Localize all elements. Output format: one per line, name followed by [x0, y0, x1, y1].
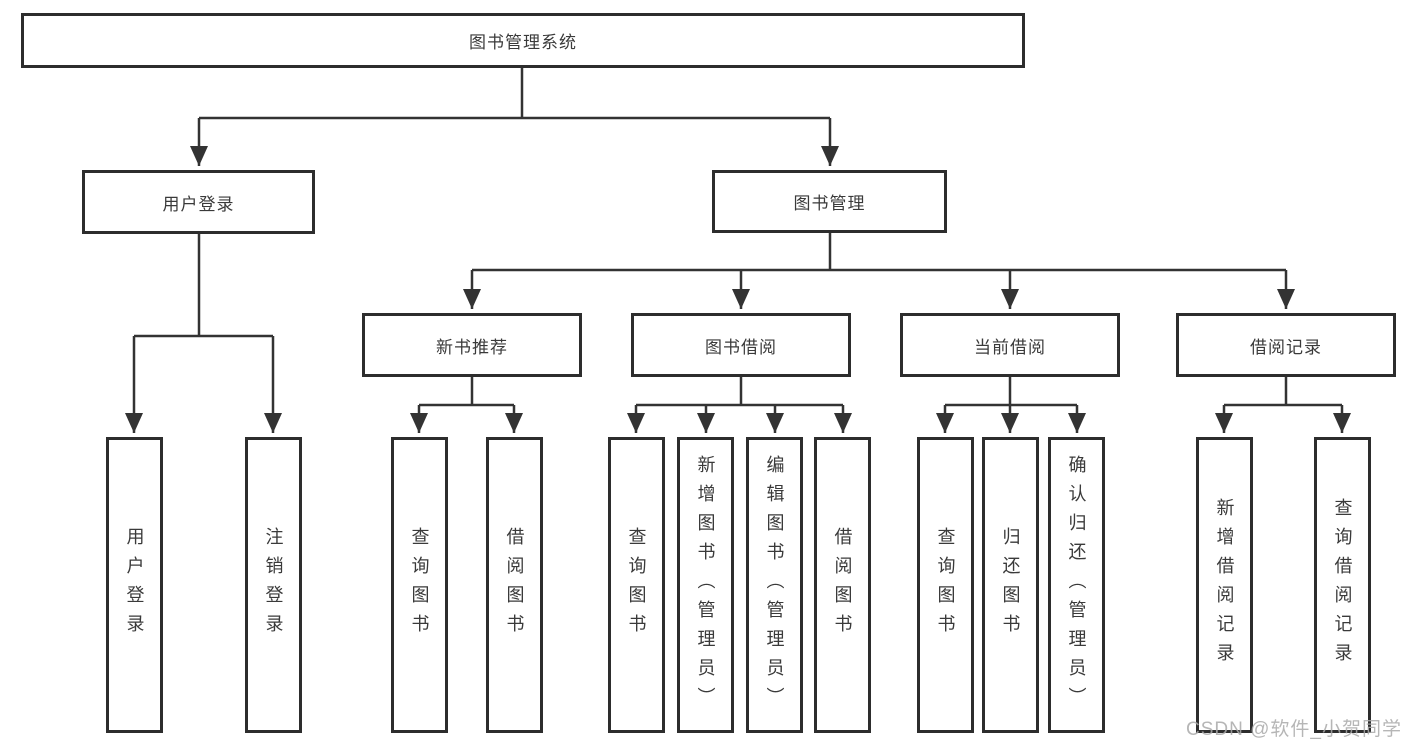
node-book-borrowing: 图书借阅 [631, 313, 851, 377]
leaf-nbr-borrow-books: 借阅图书 [486, 437, 543, 733]
leaf-label: 查询图书 [409, 527, 430, 643]
leaf-label: 注销登录 [263, 527, 284, 643]
leaf-label: 借阅图书 [832, 527, 853, 643]
node-book-management: 图书管理 [712, 170, 947, 233]
leaf-bb-add-books-admin: 新增图书（管理员） [677, 437, 734, 733]
leaf-cb-confirm-return-admin: 确认归还（管理员） [1048, 437, 1105, 733]
node-label: 图书管理 [793, 194, 866, 213]
csdn-watermark: CSDN @软件_小贺同学 [1186, 719, 1402, 740]
leaf-bb-edit-books-admin: 编辑图书（管理员） [746, 437, 803, 733]
leaf-label: 查询借阅记录 [1332, 498, 1353, 672]
node-label: 图书管理系统 [469, 33, 577, 52]
leaf-label: 用户登录 [124, 527, 145, 643]
leaf-label: 借阅图书 [504, 527, 525, 643]
node-label: 借阅记录 [1250, 337, 1322, 357]
leaf-label: 归还图书 [1000, 527, 1021, 643]
leaf-cb-query-books: 查询图书 [917, 437, 974, 733]
leaf-nbr-query-books: 查询图书 [391, 437, 448, 733]
leaf-label: 新增借阅记录 [1214, 498, 1235, 672]
leaf-label: 编辑图书（管理员） [764, 454, 785, 716]
node-new-book-recommendation: 新书推荐 [362, 313, 582, 377]
leaf-bb-query-books: 查询图书 [608, 437, 665, 733]
leaf-logout: 注销登录 [245, 437, 302, 733]
leaf-label: 查询图书 [626, 527, 647, 643]
leaf-bb-borrow-books: 借阅图书 [814, 437, 871, 733]
node-root: 图书管理系统 [21, 13, 1025, 68]
leaf-br-query-record: 查询借阅记录 [1314, 437, 1371, 733]
node-borrowing-records: 借阅记录 [1176, 313, 1396, 377]
node-label: 图书借阅 [705, 337, 777, 357]
node-current-borrowing: 当前借阅 [900, 313, 1120, 377]
node-label: 当前借阅 [974, 337, 1046, 357]
leaf-user-login: 用户登录 [106, 437, 163, 733]
leaf-br-add-record: 新增借阅记录 [1196, 437, 1253, 733]
leaf-cb-return-books: 归还图书 [982, 437, 1039, 733]
node-user-login: 用户登录 [82, 170, 315, 234]
node-label: 用户登录 [162, 194, 235, 214]
leaf-label: 查询图书 [935, 527, 956, 643]
leaf-label: 新增图书（管理员） [695, 454, 716, 716]
leaf-label: 确认归还（管理员） [1066, 454, 1087, 716]
node-label: 新书推荐 [436, 337, 508, 357]
